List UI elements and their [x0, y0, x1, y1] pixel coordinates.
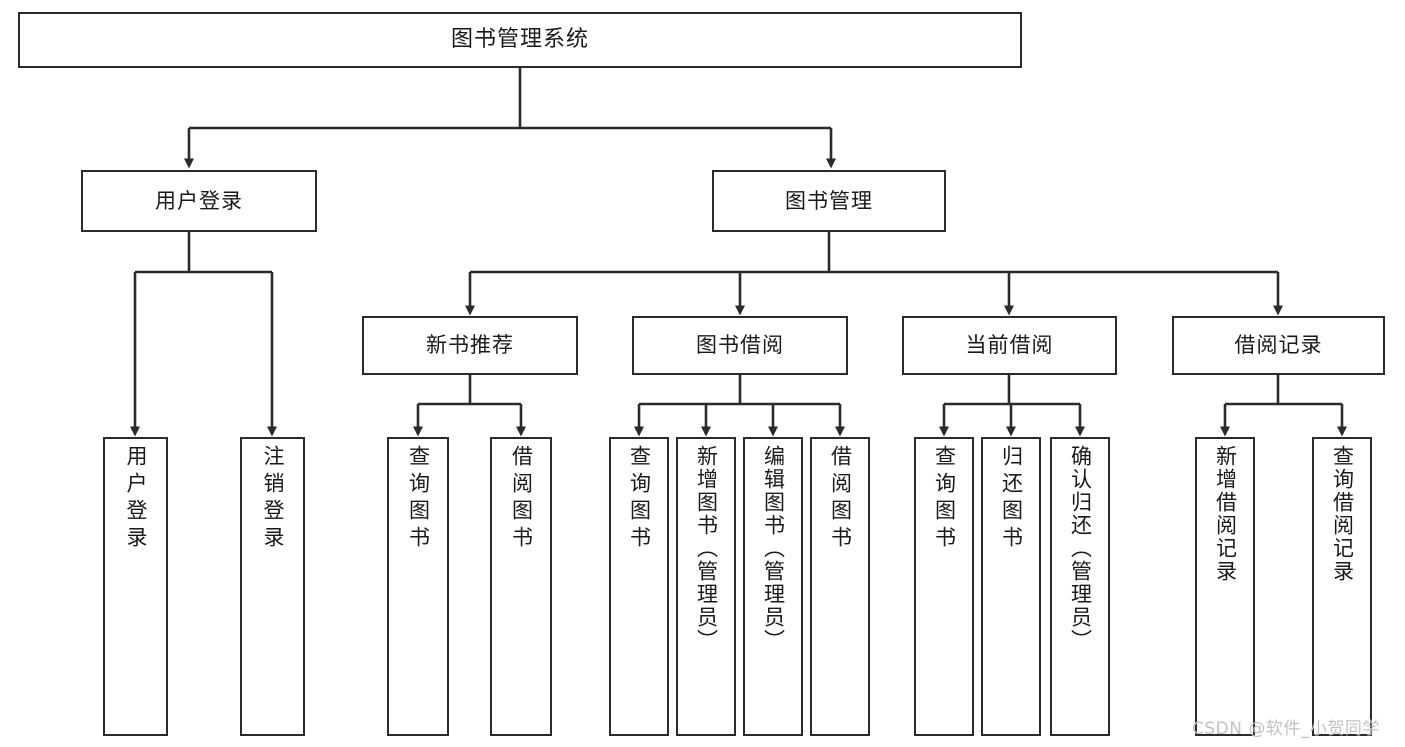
node-leaf-edit-book[interactable]: 编辑图书（管理员）: [743, 437, 803, 736]
node-leaf-query-record[interactable]: 查询借阅记录: [1312, 437, 1372, 736]
node-leaf-query-record-label: 查询借阅记录: [1330, 445, 1355, 583]
node-book-manage-label: 图书管理: [785, 188, 873, 213]
node-leaf-return-book-label: 归还图书: [999, 445, 1024, 553]
node-book-borrow-label: 图书借阅: [696, 333, 784, 358]
node-root[interactable]: 图书管理系统: [18, 12, 1022, 68]
node-leaf-logout-login[interactable]: 注销登录: [240, 437, 305, 736]
node-user-login[interactable]: 用户登录: [81, 170, 317, 232]
node-leaf-add-book[interactable]: 新增图书（管理员）: [676, 437, 736, 736]
node-user-login-label: 用户登录: [155, 188, 243, 213]
node-current-borrow[interactable]: 当前借阅: [902, 316, 1117, 375]
node-leaf-user-login-label: 用户登录: [124, 445, 148, 553]
node-book-borrow[interactable]: 图书借阅: [632, 316, 848, 375]
node-book-manage[interactable]: 图书管理: [712, 170, 946, 232]
node-leaf-query-book-3[interactable]: 查询图书: [914, 437, 974, 736]
node-leaf-add-book-label: 新增图书（管理员）: [694, 445, 719, 652]
node-leaf-query-book-2-label: 查询图书: [627, 445, 652, 553]
node-leaf-confirm-return[interactable]: 确认归还（管理员）: [1050, 437, 1110, 736]
node-leaf-edit-book-label: 编辑图书（管理员）: [761, 445, 786, 652]
node-borrow-record-label: 借阅记录: [1234, 333, 1323, 358]
node-new-book-recommend-label: 新书推荐: [426, 333, 514, 358]
node-leaf-confirm-return-label: 确认归还（管理员）: [1068, 445, 1093, 652]
node-leaf-query-book-1[interactable]: 查询图书: [387, 437, 449, 736]
node-leaf-query-book-1-label: 查询图书: [406, 445, 431, 553]
node-leaf-borrow-book-2-label: 借阅图书: [828, 445, 853, 553]
node-leaf-query-book-2[interactable]: 查询图书: [609, 437, 669, 736]
node-leaf-borrow-book-1-label: 借阅图书: [509, 445, 534, 553]
node-leaf-borrow-book-1[interactable]: 借阅图书: [490, 437, 552, 736]
node-leaf-query-book-3-label: 查询图书: [932, 445, 957, 553]
node-root-label: 图书管理系统: [450, 27, 589, 53]
csdn-watermark: CSDN @软件_小贺同学: [1192, 719, 1380, 739]
node-leaf-return-book[interactable]: 归还图书: [981, 437, 1041, 736]
node-borrow-record[interactable]: 借阅记录: [1172, 316, 1385, 375]
node-new-book-recommend[interactable]: 新书推荐: [362, 316, 578, 375]
node-leaf-add-record[interactable]: 新增借阅记录: [1195, 437, 1255, 736]
node-leaf-borrow-book-2[interactable]: 借阅图书: [810, 437, 870, 736]
node-leaf-add-record-label: 新增借阅记录: [1213, 445, 1238, 583]
node-leaf-user-login[interactable]: 用户登录: [103, 437, 168, 736]
node-leaf-logout-login-label: 注销登录: [261, 445, 285, 553]
node-current-borrow-label: 当前借阅: [965, 333, 1054, 358]
